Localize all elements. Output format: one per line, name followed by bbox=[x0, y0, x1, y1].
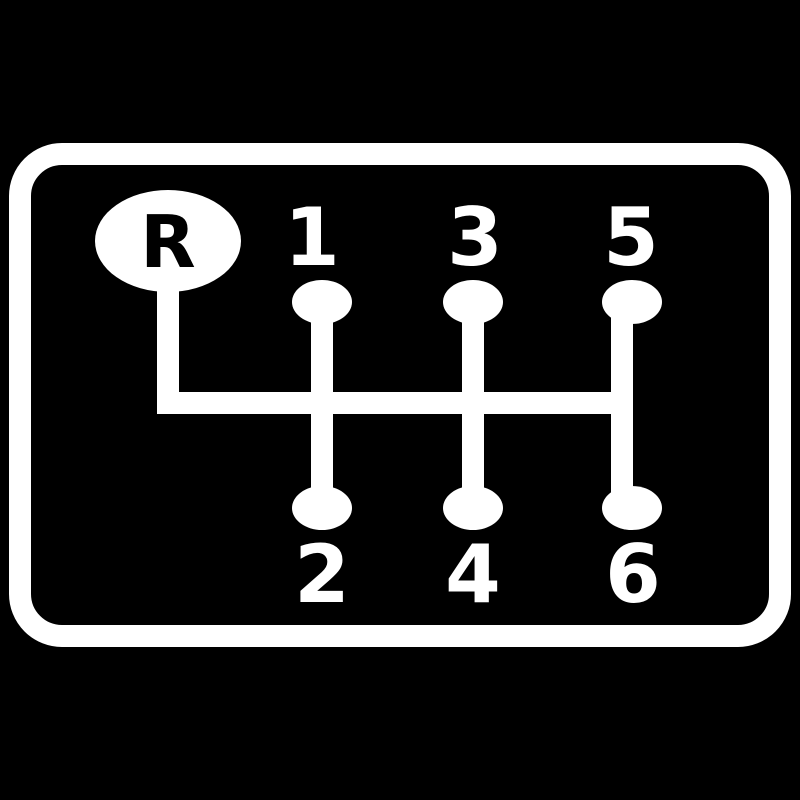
knob-5 bbox=[602, 280, 662, 324]
knob-3 bbox=[443, 280, 503, 324]
frame-outline bbox=[9, 143, 791, 647]
gear-label-3: 3 bbox=[447, 191, 503, 284]
gear-label-reverse: R bbox=[140, 200, 195, 284]
gear-label-4: 4 bbox=[445, 528, 501, 621]
knob-2 bbox=[292, 486, 352, 530]
reverse-path bbox=[157, 282, 318, 414]
gear-label-2: 2 bbox=[294, 528, 350, 621]
knob-6 bbox=[602, 486, 662, 530]
gear-label-5: 5 bbox=[603, 191, 659, 284]
gear-label-1: 1 bbox=[284, 191, 340, 284]
reverse-badge bbox=[95, 190, 241, 292]
knob-1 bbox=[292, 280, 352, 324]
knob-4 bbox=[443, 486, 503, 530]
gear-label-6: 6 bbox=[605, 528, 661, 621]
